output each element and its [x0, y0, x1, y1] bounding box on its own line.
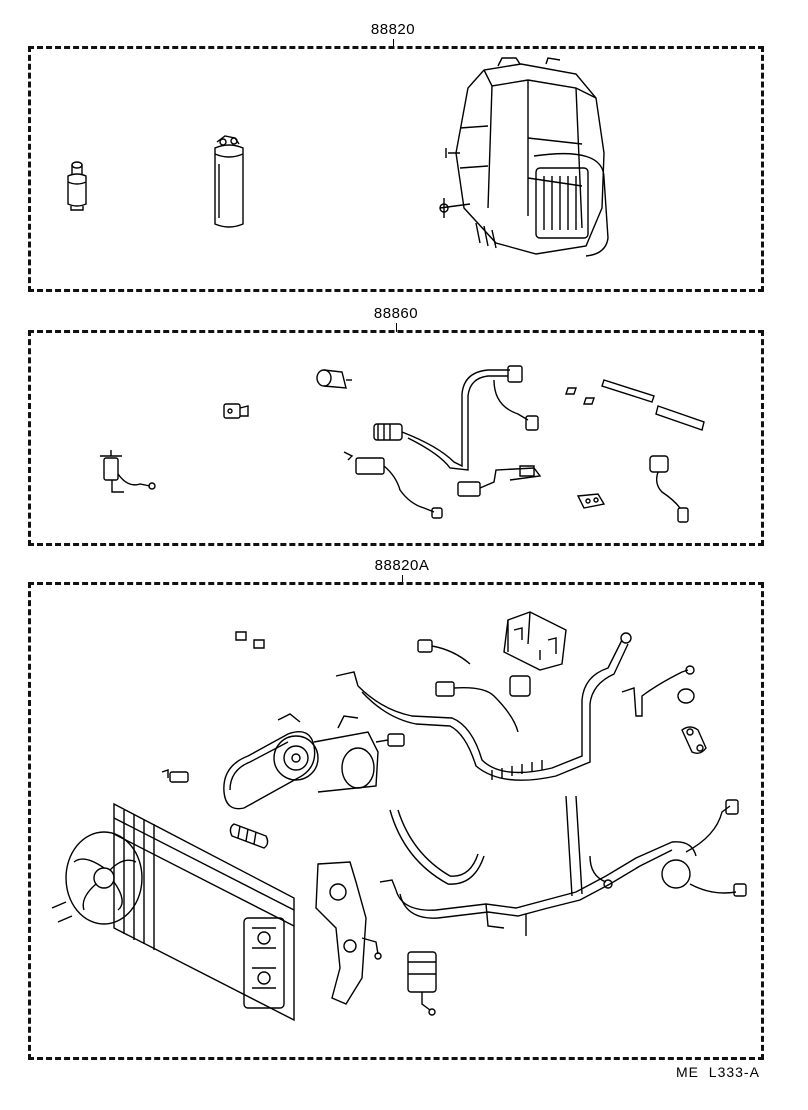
seal-strip-part	[600, 372, 710, 442]
group-leader-88820a	[402, 575, 403, 584]
rubber-sleeve-part	[228, 820, 272, 854]
amplifier-harness-part	[368, 366, 558, 496]
condenser-fan-part	[44, 798, 304, 1028]
engine-wire-harness-part	[376, 796, 756, 966]
plug-part	[574, 488, 614, 518]
idler-bracket-part	[676, 722, 716, 758]
group-box-88860	[28, 330, 764, 546]
hose-band-part	[384, 806, 494, 890]
sensor-lead-part	[640, 450, 700, 532]
suction-hose-part	[332, 630, 642, 830]
relay-clip-part	[220, 400, 252, 424]
expansion-valve-part	[62, 160, 92, 212]
group-label-88820: 88820	[370, 21, 416, 38]
group-leader-88820	[393, 39, 394, 48]
receiver-drier-part	[205, 134, 253, 234]
pressure-switch-part	[98, 448, 158, 498]
group-box-88820	[28, 46, 764, 292]
cooling-unit-part	[436, 58, 616, 273]
clip-pair-part	[564, 384, 604, 414]
reference-prefix: ME	[676, 1064, 699, 1080]
compressor-belt-part	[218, 712, 418, 822]
small-clip-pair-part	[232, 630, 272, 654]
group-label-88860: 88860	[373, 305, 419, 322]
liquid-tube-part	[618, 662, 708, 732]
group-label-88820a: 88820A	[374, 557, 430, 574]
diagram-reference-code: ME L333-A	[676, 1064, 760, 1080]
reference-code: L333-A	[708, 1064, 760, 1080]
compressor-bracket-part	[306, 858, 386, 1008]
thermistor-part	[314, 366, 354, 396]
switch-connector-part	[454, 462, 554, 506]
vsv-box-part	[500, 610, 570, 670]
charge-valve-part	[160, 766, 194, 790]
ac-wire-harness-part	[414, 636, 544, 736]
group-box-88820a	[28, 582, 764, 1060]
wire-connector-part	[340, 446, 450, 526]
magnetic-clutch-relay-part	[400, 946, 450, 1016]
group-leader-88860	[396, 323, 397, 332]
